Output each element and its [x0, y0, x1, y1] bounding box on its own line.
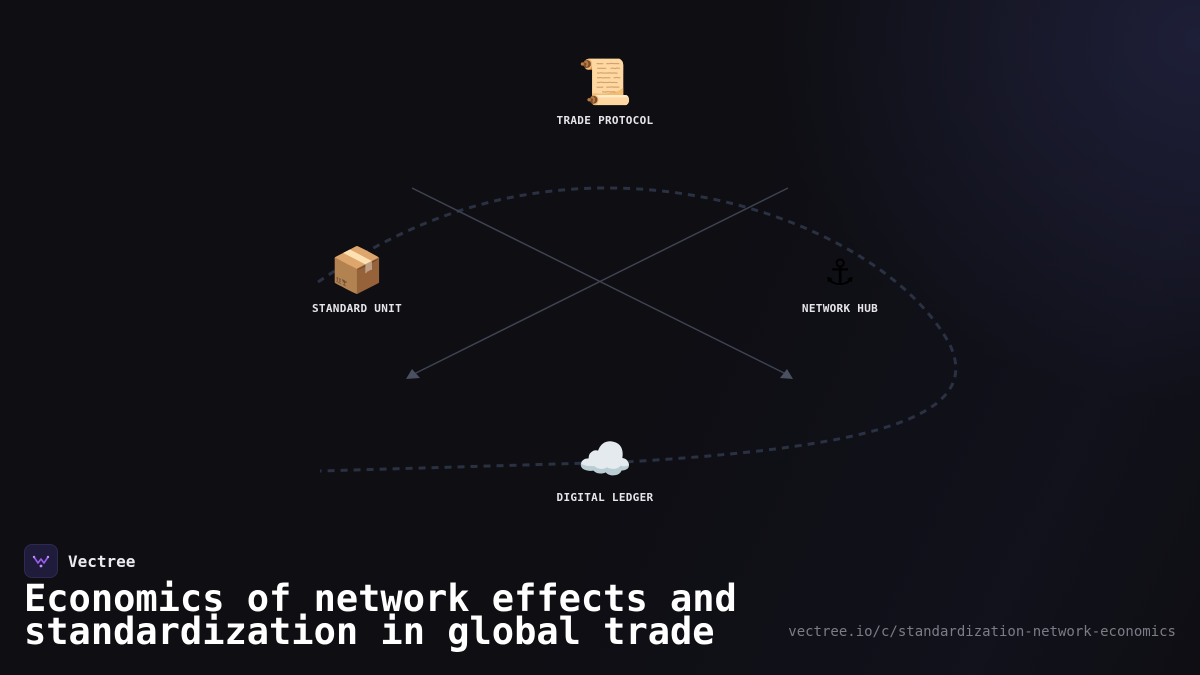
arrowhead-right: [780, 369, 793, 379]
node-digital-ledger: ☁️ DIGITAL LEDGER: [525, 434, 685, 505]
brand-name: Vectree: [68, 551, 136, 571]
node-label: NETWORK HUB: [801, 302, 879, 315]
connector-left-to-right: [411, 187, 787, 375]
node-standard-unit: 📦 STANDARD UNIT: [277, 245, 437, 316]
dashed-cycle-path: [317, 186, 958, 473]
source-url[interactable]: vectree.io/c/standardization-network-eco…: [788, 624, 1176, 640]
page-title: Economics of network effects and standar…: [24, 577, 737, 653]
arrowhead-left: [406, 369, 420, 379]
node-trade-protocol: 📜 TRADE PROTOCOL: [525, 57, 685, 128]
brand[interactable]: Vectree: [24, 544, 135, 578]
node-label: TRADE PROTOCOL: [556, 114, 654, 127]
connector-right-to-left: [413, 187, 789, 375]
vectree-logo-icon: [24, 544, 58, 578]
node-network-hub: ⚓ NETWORK HUB: [760, 245, 920, 316]
anchor-icon: ⚓: [826, 245, 854, 296]
package-icon: 📦: [329, 245, 385, 296]
cloud-icon: ☁️: [577, 434, 633, 485]
node-label: STANDARD UNIT: [312, 302, 402, 315]
node-label: DIGITAL LEDGER: [556, 491, 654, 504]
scroll-icon: 📜: [577, 57, 633, 108]
